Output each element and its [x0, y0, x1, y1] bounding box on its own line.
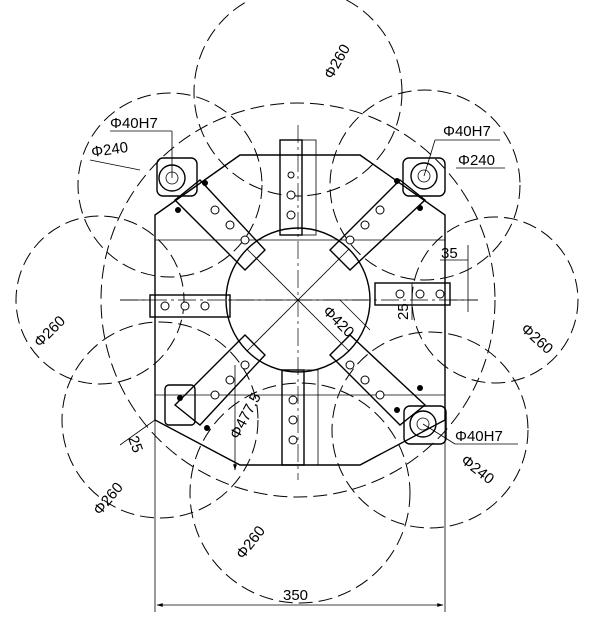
- arm-bottom-right: [329, 334, 427, 426]
- plate-top: [279, 139, 303, 236]
- label-width: 350: [283, 587, 308, 604]
- label-center-circle: Φ420: [319, 303, 357, 341]
- leaders: [89, 130, 518, 445]
- label-clamp-top-left: Φ240: [90, 139, 129, 161]
- label-offset-right-small: 25: [395, 303, 412, 320]
- arm-bottom-left: [173, 334, 266, 426]
- label-bore-bottom-right: Φ40H7: [455, 428, 503, 445]
- label-swing-left: Φ260: [31, 313, 69, 351]
- arm-top-left: [173, 179, 266, 271]
- label-swing-bottom: Φ260: [233, 523, 269, 563]
- swing-circle-bottom-left: [61, 321, 259, 519]
- label-bore-top-right: Φ40H7: [443, 123, 491, 140]
- labels: Φ40H7 Φ40H7 Φ40H7 Φ240 Φ240 Φ240 Φ260 Φ2…: [31, 41, 556, 604]
- bore-top-right: [394, 157, 446, 211]
- bore-bottom-right: [394, 385, 447, 445]
- label-offset-bottom-left: 25: [124, 434, 146, 455]
- swing-outer-circle: [100, 102, 496, 498]
- clamp-circle-bottom-right: [331, 331, 529, 529]
- label-bore-top-left: Φ40H7: [110, 115, 158, 132]
- plate-left: [149, 294, 231, 318]
- bore-top-left: [156, 157, 208, 213]
- swing-circle-bottom: [189, 382, 411, 604]
- clamp-circle-top-left: [77, 92, 263, 278]
- label-clamp-top-right: Φ240: [458, 152, 495, 169]
- label-swing-top: Φ260: [321, 41, 354, 82]
- label-swing-right: Φ260: [517, 320, 556, 357]
- label-offset-right: 35: [441, 245, 458, 262]
- label-clamp-bottom-right: Φ240: [458, 452, 498, 488]
- arm-top-right: [329, 179, 427, 271]
- bore-bottom-left: [164, 384, 210, 431]
- clamp-circle-top-right: [329, 89, 521, 281]
- plate-right: [374, 282, 451, 306]
- center-disc: [120, 125, 478, 480]
- label-pitch-diagonal: Φ477.5: [227, 390, 265, 442]
- clamp-arms: [173, 179, 427, 426]
- label-swing-bottom-left: Φ260: [90, 479, 127, 518]
- center-plates: [279, 139, 319, 466]
- dimension-lines: [119, 245, 469, 612]
- bores: [156, 157, 447, 445]
